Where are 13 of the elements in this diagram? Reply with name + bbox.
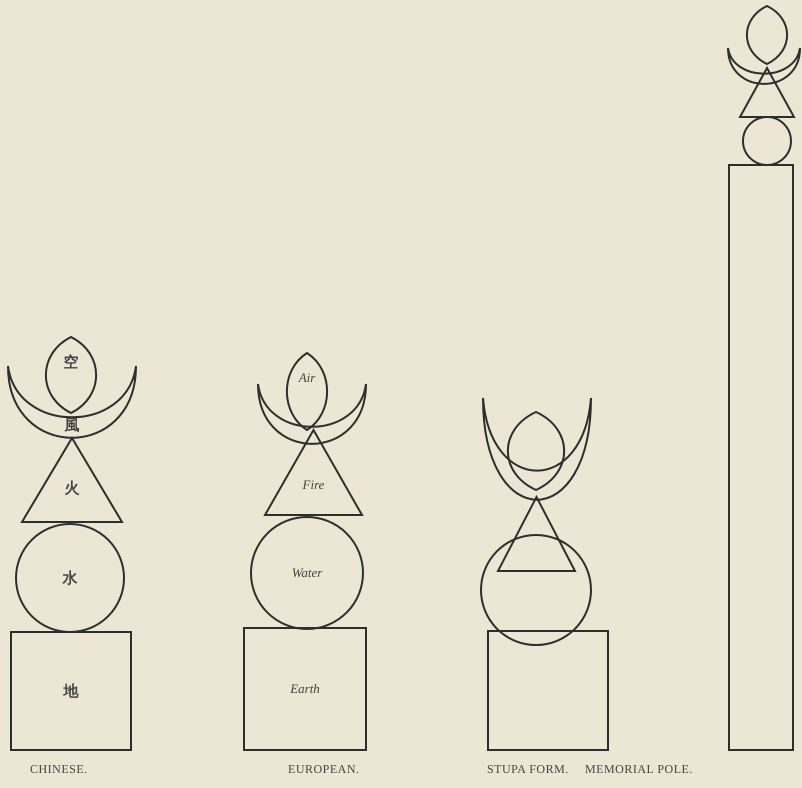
element-label: 地: [64, 681, 78, 701]
element-label: Water: [292, 564, 322, 582]
element-label: Air: [298, 369, 316, 388]
caption: CHINESE.: [30, 762, 88, 777]
element-label: 空: [64, 352, 78, 372]
element-label: Earth: [290, 680, 320, 698]
element-label: 風: [64, 415, 80, 436]
element-label: Fire: [302, 476, 324, 494]
caption: EUROPEAN.: [288, 762, 360, 777]
caption: STUPA FORM.: [487, 762, 569, 777]
caption: MEMORIAL POLE.: [585, 762, 693, 777]
element-label: 火: [64, 478, 80, 498]
element-label: 水: [62, 568, 78, 588]
